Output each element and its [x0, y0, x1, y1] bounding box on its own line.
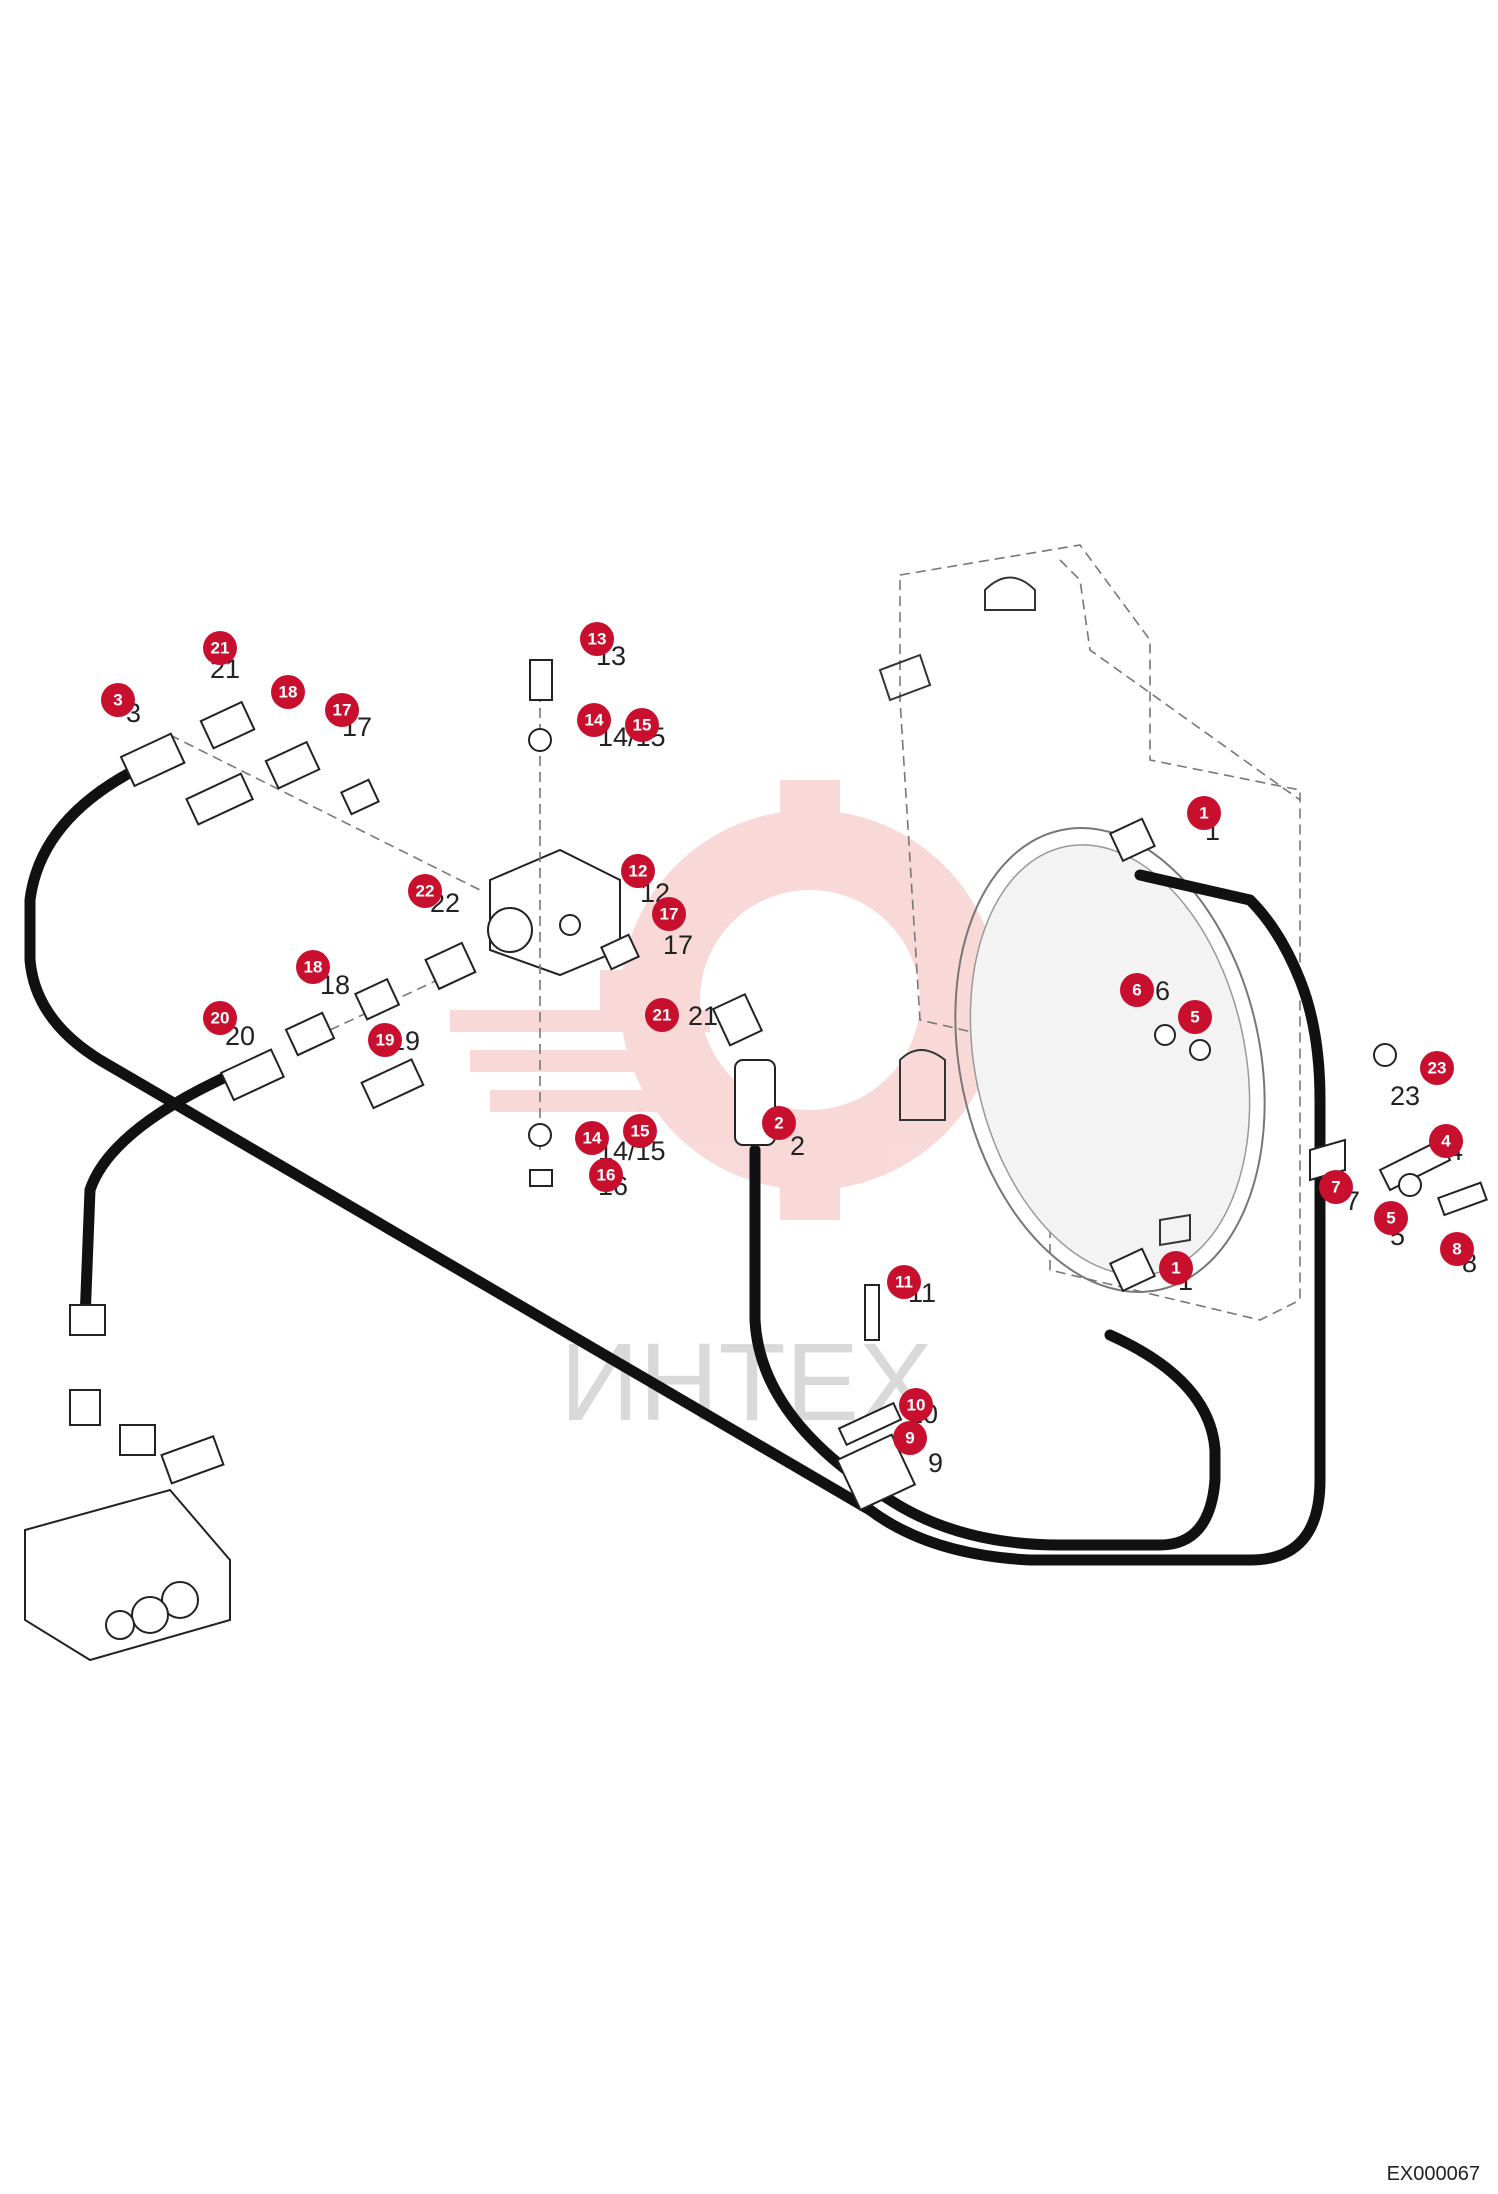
svg-text:8: 8	[1452, 1240, 1461, 1259]
callout-badge[interactable]: 18	[271, 675, 305, 709]
svg-text:15: 15	[633, 716, 652, 735]
callout-badge[interactable]: 14	[575, 1121, 609, 1155]
callout-badge[interactable]: 21	[645, 998, 679, 1032]
callout-badge[interactable]: 1	[1159, 1251, 1193, 1285]
callout-badge[interactable]: 16	[589, 1158, 623, 1192]
svg-text:15: 15	[631, 1122, 650, 1141]
svg-text:21: 21	[653, 1006, 672, 1025]
callout-badge[interactable]: 17	[325, 693, 359, 727]
callout-badge[interactable]: 15	[625, 708, 659, 742]
callout-badge[interactable]: 6	[1120, 973, 1154, 1007]
svg-text:1: 1	[1171, 1259, 1180, 1278]
callout-badge[interactable]: 23	[1420, 1051, 1454, 1085]
callout-badge[interactable]: 5	[1178, 1000, 1212, 1034]
svg-text:20: 20	[211, 1009, 230, 1028]
svg-text:5: 5	[1386, 1209, 1395, 1228]
svg-text:10: 10	[907, 1396, 926, 1415]
svg-text:18: 18	[304, 958, 323, 977]
callout-badge[interactable]: 7	[1319, 1170, 1353, 1204]
callout-badge[interactable]: 14	[577, 703, 611, 737]
callout-badge[interactable]: 2	[762, 1106, 796, 1140]
svg-text:17: 17	[660, 905, 679, 924]
callout-badge[interactable]: 19	[368, 1023, 402, 1057]
svg-text:14: 14	[583, 1129, 602, 1148]
part-label: 2	[790, 1131, 805, 1161]
callout-badge[interactable]: 22	[408, 874, 442, 908]
svg-text:7: 7	[1331, 1178, 1340, 1197]
callout-badge[interactable]: 12	[621, 854, 655, 888]
svg-text:2: 2	[774, 1114, 783, 1133]
callout-badge[interactable]: 17	[652, 897, 686, 931]
svg-text:19: 19	[376, 1031, 395, 1050]
callout-badge[interactable]: 18	[296, 950, 330, 984]
diagram-id-label: EX000067	[1386, 2163, 1480, 2185]
svg-text:4: 4	[1441, 1132, 1451, 1151]
callout-badge[interactable]: 3	[101, 683, 135, 717]
svg-text:12: 12	[629, 862, 648, 881]
svg-text:6: 6	[1132, 981, 1141, 1000]
callout-badge[interactable]: 9	[893, 1421, 927, 1455]
svg-text:13: 13	[588, 630, 607, 649]
callout-badges: 1 1 2 3 4 5 5 6 7 8 9 10 11 12 13 14 15 …	[101, 622, 1474, 1455]
fittings-group	[24, 659, 1488, 1662]
callout-badge[interactable]: 15	[623, 1114, 657, 1148]
part-label: 9	[928, 1448, 943, 1478]
part-label: 6	[1155, 976, 1170, 1006]
callout-badge[interactable]: 13	[580, 622, 614, 656]
svg-text:1: 1	[1199, 804, 1208, 823]
callout-badge[interactable]: 8	[1440, 1232, 1474, 1266]
svg-text:23: 23	[1428, 1059, 1447, 1078]
part-label: 21	[688, 1001, 718, 1031]
svg-text:17: 17	[333, 701, 352, 720]
callout-badge[interactable]: 4	[1429, 1124, 1463, 1158]
svg-text:14: 14	[585, 711, 604, 730]
radiator-cooler	[878, 544, 1301, 1321]
svg-text:3: 3	[113, 691, 122, 710]
svg-text:5: 5	[1190, 1008, 1199, 1027]
callout-badge[interactable]: 11	[887, 1265, 921, 1299]
hydraulic-hoses	[24, 764, 1326, 1566]
callout-badge[interactable]: 10	[899, 1388, 933, 1422]
svg-text:16: 16	[597, 1166, 616, 1185]
callout-badge[interactable]: 1	[1187, 796, 1221, 830]
part-label: 17	[663, 930, 693, 960]
callout-badge[interactable]: 20	[203, 1001, 237, 1035]
svg-text:18: 18	[279, 683, 298, 702]
part-label: 23	[1390, 1081, 1420, 1111]
svg-text:9: 9	[905, 1429, 914, 1448]
watermark-logo	[450, 780, 1020, 1220]
svg-text:11: 11	[895, 1273, 913, 1292]
callout-badge[interactable]: 21	[203, 631, 237, 665]
callout-badge[interactable]: 5	[1374, 1201, 1408, 1235]
svg-text:22: 22	[416, 882, 435, 901]
svg-text:21: 21	[211, 639, 230, 658]
